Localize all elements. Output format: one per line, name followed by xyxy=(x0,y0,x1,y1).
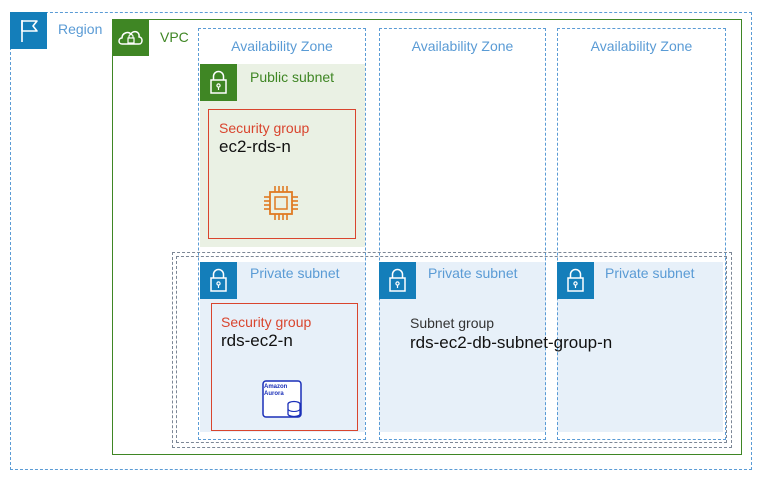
subnet-group-name: rds-ec2-db-subnet-group-n xyxy=(410,333,613,352)
vpc-boundary xyxy=(112,19,742,455)
rds-security-group xyxy=(211,303,358,431)
availability-zone-2 xyxy=(379,28,546,440)
availability-zone-3 xyxy=(557,28,726,440)
ec2-instance-icon xyxy=(262,184,300,222)
lock-icon xyxy=(379,262,416,299)
availability-zone-label: Availability Zone xyxy=(590,38,693,54)
security-group-name: ec2-rds-n xyxy=(219,137,291,156)
subnet-group-inner-boundary xyxy=(176,256,727,443)
security-group-label: Security group xyxy=(221,314,312,330)
aurora-database-icon xyxy=(262,380,304,420)
private-subnet-label: Private subnet xyxy=(428,265,518,281)
cloud-lock-icon xyxy=(112,19,149,56)
aurora-icon-text: Aurora xyxy=(264,391,284,397)
ec2-security-group xyxy=(208,109,356,239)
availability-zone-label: Availability Zone xyxy=(411,38,514,54)
aurora-icon-text: Amazon xyxy=(264,384,288,390)
subnet-group-label: Subnet group xyxy=(410,315,495,331)
lock-icon xyxy=(200,64,237,101)
public-subnet-label: Public subnet xyxy=(250,69,335,85)
vpc-label: VPC xyxy=(160,29,189,45)
private-subnet-label: Private subnet xyxy=(250,265,340,281)
region-boundary xyxy=(10,12,752,470)
availability-zone-1 xyxy=(198,28,366,440)
lock-icon xyxy=(557,262,594,299)
lock-icon xyxy=(200,262,237,299)
private-subnet-label: Private subnet xyxy=(605,265,695,281)
flag-icon xyxy=(10,12,47,49)
availability-zone-label: Availability Zone xyxy=(231,38,333,54)
region-label: Region xyxy=(58,21,103,37)
security-group-label: Security group xyxy=(219,120,310,136)
security-group-name: rds-ec2-n xyxy=(221,331,293,350)
subnet-group-boundary xyxy=(172,252,732,448)
